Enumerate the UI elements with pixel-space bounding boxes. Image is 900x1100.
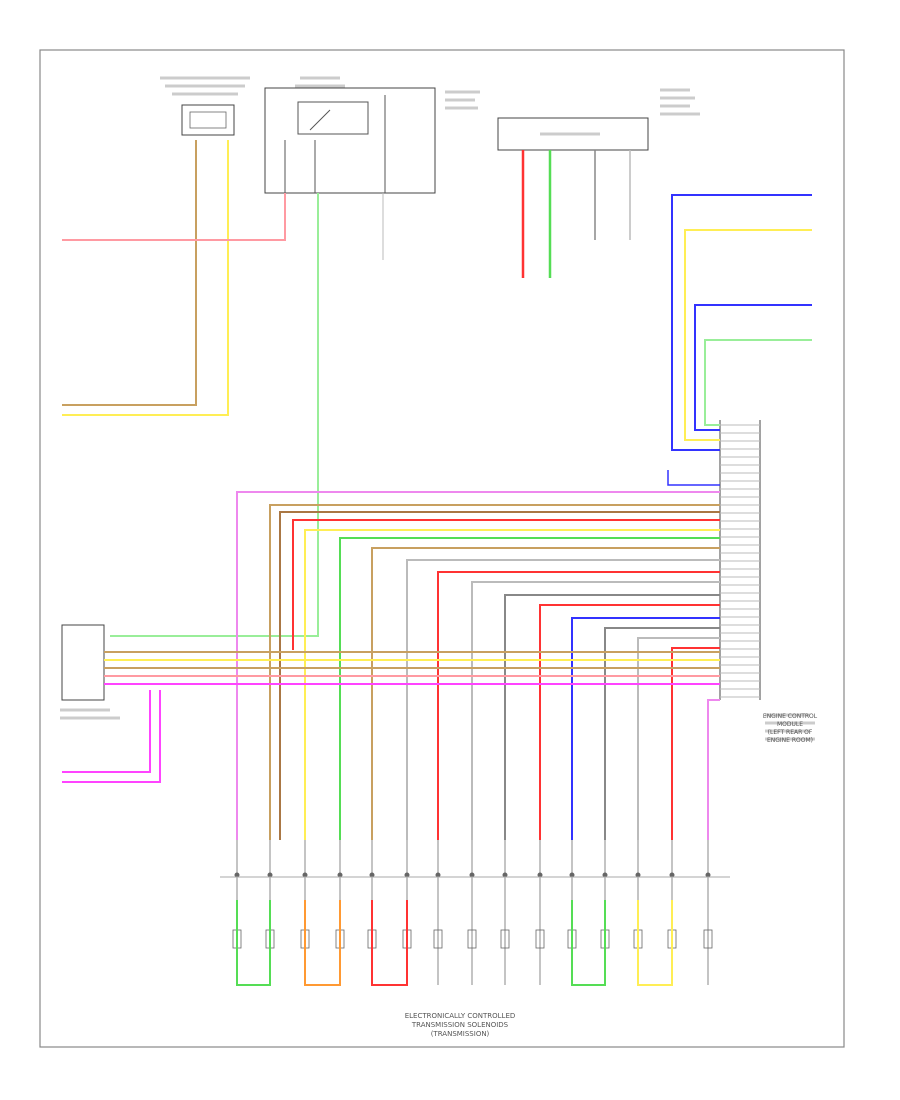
solenoid-group-green-1	[236, 900, 271, 986]
wire-bus-red3	[539, 604, 720, 840]
ecm-label-3: (LEFT REAR OF	[768, 729, 813, 736]
diagram-frame	[39, 49, 845, 1048]
ecm-label-4: ENGINE ROOM)	[767, 737, 813, 744]
solenoid-group-green-2	[571, 900, 606, 986]
ecm-connector	[719, 420, 815, 741]
bottom-caption-line-2: TRANSMISSION SOLENOIDS	[411, 1021, 509, 1029]
solenoid-9	[500, 840, 510, 985]
wire-bus-blue	[571, 617, 720, 840]
wire-fuse-pink	[62, 193, 286, 241]
wire-bus-red2	[437, 571, 720, 840]
ecm-label-2: MODULE	[777, 721, 803, 728]
wires	[62, 140, 812, 840]
wire-bus-tan2	[371, 547, 720, 840]
wire-bus-red	[292, 519, 720, 650]
wire-fuse-green	[110, 193, 319, 637]
wire-bus-yellow	[304, 529, 720, 840]
wire-bus-lightgray	[406, 559, 720, 840]
solenoid-8	[467, 840, 477, 985]
wire-bus-tan	[269, 504, 720, 840]
wire-bus-gray2	[604, 627, 720, 840]
wire-bus-red4	[671, 647, 720, 840]
wire-bus-violet-end	[707, 699, 720, 840]
solenoid-10	[535, 840, 545, 985]
solenoid-15	[703, 840, 713, 985]
wire-right-lightgreen	[704, 339, 812, 426]
ecm-label-1: ENGINE CONTROL	[763, 713, 818, 720]
wire-meter-pink-down	[62, 690, 151, 773]
solenoid-group-yellow	[637, 900, 673, 986]
wire-right-blue1	[671, 194, 812, 451]
wire-sensor-tan	[62, 140, 197, 406]
wire-bus-lightgray2	[471, 581, 720, 840]
wire-bus-green	[339, 537, 720, 840]
bottom-caption-line-3: (TRANSMISSION)	[431, 1030, 490, 1038]
fuse-relay-box	[264, 76, 480, 194]
sensor-box-top-left	[160, 76, 250, 136]
wire-right-blue3	[667, 470, 720, 486]
bottom-caption-line-1: ELECTRONICALLY CONTROLLED	[405, 1012, 516, 1020]
wire-meter-pink-down2	[62, 690, 161, 783]
solenoid-row	[220, 840, 730, 986]
wire-bus-lightgray3	[637, 637, 720, 840]
wire-right-yellow	[684, 229, 812, 441]
wire-bus-brown	[279, 511, 720, 840]
wire-bus-gray	[504, 594, 720, 840]
wire-right-blue2	[694, 304, 812, 431]
wire-bus-violet	[236, 491, 720, 840]
wire-sensor-yellow	[62, 140, 229, 416]
body-ecu	[497, 88, 700, 151]
solenoid-group-red	[371, 900, 408, 986]
solenoid-7	[433, 840, 443, 985]
solenoid-group-orange	[304, 900, 341, 986]
combination-meter	[60, 624, 120, 720]
